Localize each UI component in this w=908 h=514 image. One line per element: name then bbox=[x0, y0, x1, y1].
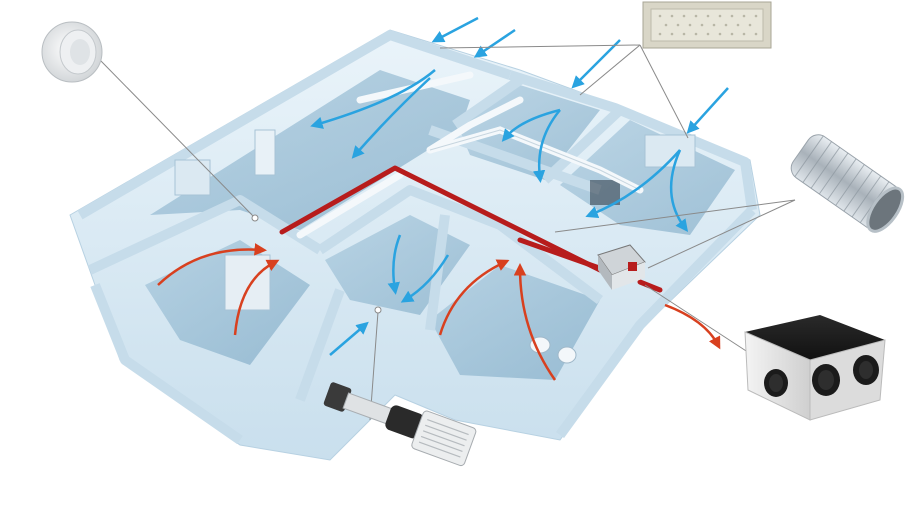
window-left bbox=[174, 159, 211, 196]
flexible-duct-icon bbox=[790, 134, 905, 233]
extract-duct bbox=[279, 165, 663, 293]
rectangular-grille-icon bbox=[642, 1, 772, 49]
ventilation-box-icon bbox=[744, 315, 886, 421]
extract-air-arrows bbox=[157, 243, 721, 381]
component-markers bbox=[251, 214, 382, 314]
ventilation-unit-installed bbox=[597, 244, 646, 290]
kitchen-counter bbox=[224, 254, 271, 311]
bedroom-floor bbox=[560, 120, 735, 235]
bed-headboard bbox=[590, 180, 620, 205]
apartment-cutaway bbox=[69, 29, 761, 461]
duct-network bbox=[279, 71, 663, 293]
door bbox=[254, 129, 276, 176]
living-room-floor bbox=[150, 70, 470, 230]
bidet bbox=[557, 346, 577, 364]
through-wall-vent-icon bbox=[323, 382, 477, 467]
fresh-air-arrows bbox=[310, 16, 729, 356]
round-ceiling-valve-icon bbox=[41, 21, 103, 83]
bathroom-floor-lower bbox=[430, 265, 600, 380]
